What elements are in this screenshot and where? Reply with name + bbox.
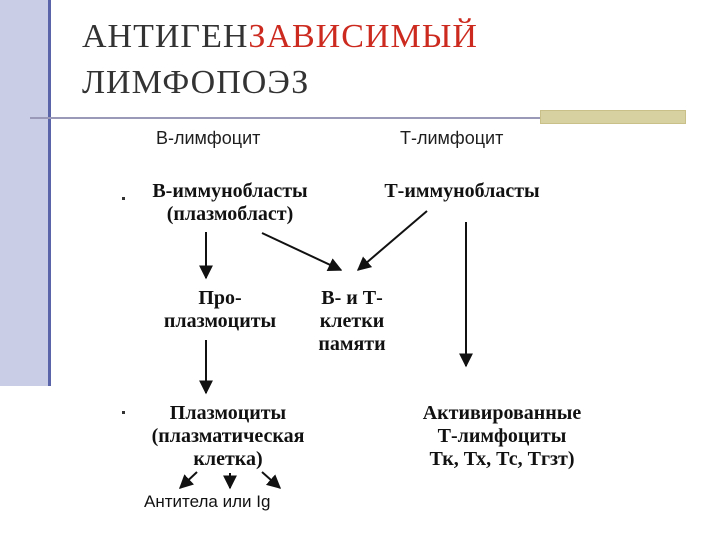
slide-title: АНТИГЕНЗАВИСИМЫЙ ЛИМФОПОЭЗ bbox=[82, 14, 478, 106]
arrow-plasma-to-antibodies-right bbox=[261, 471, 282, 489]
node-line: (плазматическая bbox=[151, 425, 305, 447]
node-line: Про- bbox=[198, 287, 242, 309]
arrow-plasma-to-antibodies-left bbox=[178, 471, 198, 489]
node-line: памяти bbox=[318, 333, 386, 355]
title-divider bbox=[30, 117, 540, 119]
title-part-1: АНТИГЕН bbox=[82, 18, 249, 55]
t-lymphocyte-header: Т-лимфоцит bbox=[400, 128, 504, 148]
node-line: (плазмобласт) bbox=[166, 203, 294, 225]
proplasmocyte-node: Про- плазмоциты bbox=[150, 287, 290, 333]
title-line-1: АНТИГЕНЗАВИСИМЫЙ bbox=[82, 14, 478, 60]
memory-cells-node: В- и Т- клетки памяти bbox=[302, 287, 402, 356]
b-lymphocyte-header: В-лимфоцит bbox=[156, 128, 261, 148]
node-line: плазмоциты bbox=[163, 310, 277, 332]
node-line: Активированные bbox=[422, 402, 582, 424]
node-line: В-иммунобласты bbox=[152, 180, 308, 202]
antibodies-label: Антитела или Ig bbox=[144, 492, 271, 511]
arrow-t-immunoblast-to-memory bbox=[356, 210, 428, 271]
node-line: Т-иммунобласты bbox=[384, 180, 540, 202]
node-line: Тк, Тх, Тс, Тгзт) bbox=[429, 448, 575, 470]
node-line: клетки bbox=[319, 310, 385, 332]
activated-t-node: Активированные Т-лимфоциты Тк, Тх, Тс, Т… bbox=[402, 402, 602, 471]
node-line: клетка) bbox=[193, 448, 263, 470]
bullet-dot bbox=[122, 411, 125, 414]
bullet-dot bbox=[122, 197, 125, 200]
node-line: В- и Т- bbox=[321, 287, 383, 309]
node-line: Т-лимфоциты bbox=[437, 425, 567, 447]
b-immunoblast-node: В-иммунобласты (плазмобласт) bbox=[130, 180, 330, 226]
left-decor-bar bbox=[0, 0, 51, 386]
title-line-2: ЛИМФОПОЭЗ bbox=[82, 64, 310, 101]
divider-accent-box bbox=[540, 110, 686, 124]
node-line: Плазмоциты bbox=[169, 402, 287, 424]
plasmocyte-node: Плазмоциты (плазматическая клетка) bbox=[128, 402, 328, 471]
title-part-2: ЗАВИСИМЫЙ bbox=[248, 18, 478, 55]
arrow-b-immunoblast-to-memory bbox=[261, 232, 343, 271]
t-immunoblast-node: Т-иммунобласты bbox=[372, 180, 552, 203]
